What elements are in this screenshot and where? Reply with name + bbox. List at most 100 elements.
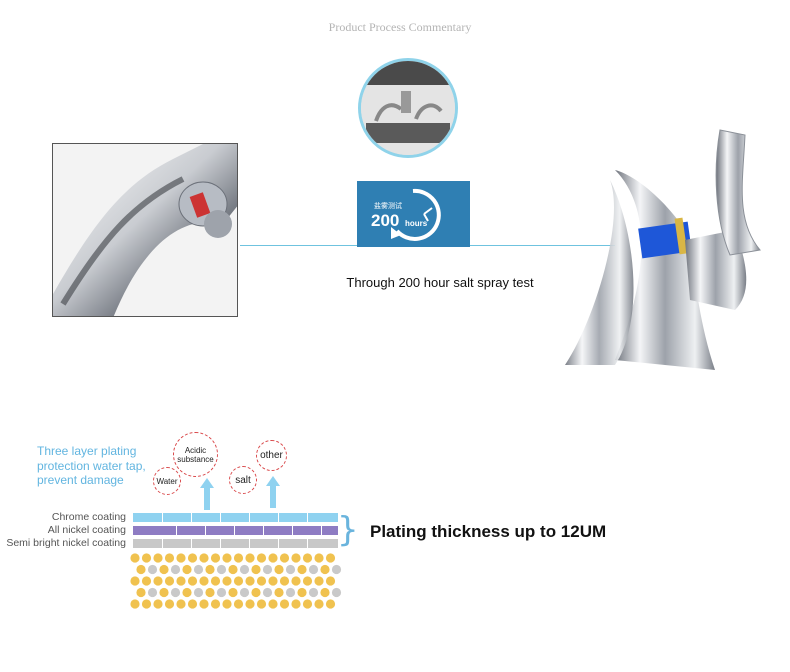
bubble-acidic-label: Acidic substance <box>177 445 214 464</box>
badge-number: 200 <box>371 211 399 230</box>
substrate-dot <box>256 599 267 609</box>
substrate-dot <box>216 587 227 598</box>
substrate-dot <box>325 576 336 586</box>
substrate-dot <box>228 564 238 575</box>
substrate-dot <box>210 576 221 586</box>
metal-substrate-dots <box>130 553 342 609</box>
substrate-dot <box>320 587 330 598</box>
substrate-dot <box>268 576 278 586</box>
bar-segment-divider <box>191 539 192 548</box>
substrate-dot <box>314 599 324 609</box>
substrate-dot <box>210 599 221 609</box>
bar-segment-divider <box>191 513 192 522</box>
substrate-dot <box>297 587 307 598</box>
substrate-dot <box>199 599 209 609</box>
substrate-dot <box>136 587 146 598</box>
substrate-dot <box>164 599 175 609</box>
salt-spray-caption: Through 200 hour salt spray test <box>346 275 534 290</box>
substrate-dot <box>170 587 181 598</box>
bar-segment-divider <box>176 526 177 535</box>
substrate-dot <box>233 576 244 586</box>
substrate-dot <box>314 576 324 586</box>
substrate-dot <box>205 587 215 598</box>
substrate-dot <box>153 599 163 609</box>
substrate-dot <box>245 599 255 609</box>
bubble-other: other <box>256 440 287 471</box>
substrate-dot <box>256 576 267 586</box>
substrate-dot <box>210 553 221 563</box>
substrate-dot <box>187 599 198 609</box>
substrate-dot <box>302 599 313 609</box>
plating-note: Three layer plating protection water tap… <box>37 444 146 487</box>
substrate-dot <box>176 553 186 563</box>
substrate-dot <box>164 576 175 586</box>
substrate-dot <box>325 553 336 563</box>
substrate-dot <box>228 587 238 598</box>
substrate-dot <box>251 587 261 598</box>
bar-segment-divider <box>278 513 279 522</box>
substrate-dot <box>233 553 244 563</box>
substrate-dot <box>141 576 152 586</box>
substrate-dot <box>262 564 273 575</box>
substrate-dot <box>291 553 301 563</box>
substrate-dot <box>285 587 296 598</box>
substrate-dot <box>297 564 307 575</box>
substrate-dot <box>159 587 169 598</box>
substrate-dot <box>193 587 204 598</box>
bar-segment-divider <box>220 539 221 548</box>
substrate-dot <box>199 576 209 586</box>
substrate-dot <box>274 564 284 575</box>
substrate-dot <box>147 587 158 598</box>
substrate-dot <box>130 553 140 563</box>
nickel-layer-bar <box>133 526 338 535</box>
page-title: Product Process Commentary <box>328 20 472 34</box>
substrate-dot <box>331 564 342 575</box>
substrate-dot <box>279 553 290 563</box>
substrate-dot <box>147 564 158 575</box>
substrate-dot <box>331 587 342 598</box>
substrate-dot <box>291 576 301 586</box>
faucet-image <box>555 120 785 375</box>
substrate-dot <box>245 576 255 586</box>
substrate-dot <box>308 587 319 598</box>
substrate-dot <box>308 564 319 575</box>
substrate-dot <box>279 599 290 609</box>
substrate-dot <box>164 553 175 563</box>
substrate-dot <box>256 553 267 563</box>
substrate-dot <box>233 599 244 609</box>
substrate-dot <box>205 564 215 575</box>
substrate-dot <box>291 599 301 609</box>
bar-segment-divider <box>162 539 163 548</box>
substrate-dot <box>176 576 186 586</box>
bubble-salt-label: salt <box>235 474 251 486</box>
substrate-dot <box>187 553 198 563</box>
substrate-dot <box>268 553 278 563</box>
bubble-water-label: Water <box>156 476 178 486</box>
substrate-dot <box>182 587 192 598</box>
bar-segment-divider <box>307 539 308 548</box>
bubble-other-label: other <box>260 450 283 461</box>
substrate-dot <box>302 553 313 563</box>
substrate-dot <box>268 599 278 609</box>
plating-thickness-text: Plating thickness up to 12UM <box>370 522 607 541</box>
substrate-dot <box>216 564 227 575</box>
substrate-dot <box>199 553 209 563</box>
bar-segment-divider <box>263 526 264 535</box>
bar-segment-divider <box>278 539 279 548</box>
substrate-dot <box>170 564 181 575</box>
substrate-dot <box>187 576 198 586</box>
substrate-dot <box>314 553 324 563</box>
up-arrow-icon <box>200 478 214 510</box>
substrate-dot <box>245 553 255 563</box>
substrate-dot <box>176 599 186 609</box>
substrate-dot <box>262 587 273 598</box>
substrate-dot <box>222 576 232 586</box>
chrome-coating-label: Chrome coating <box>51 511 126 523</box>
substrate-dot <box>302 576 313 586</box>
substrate-dot <box>136 564 146 575</box>
bar-segment-divider <box>220 513 221 522</box>
semi-bright-layer-bar <box>133 539 338 548</box>
faucet-closeup-image <box>52 143 238 317</box>
bar-segment-divider <box>249 513 250 522</box>
200-hours-badge: 盐雾测试 200 hours <box>357 181 470 247</box>
